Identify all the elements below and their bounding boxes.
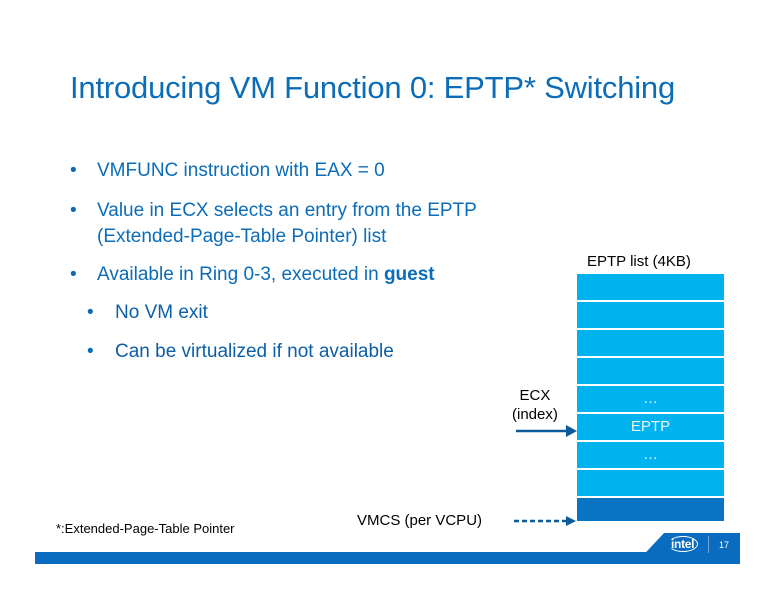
bullet-dot-icon: • (87, 302, 94, 323)
ecx-label: ECX (index) (512, 387, 558, 423)
bullet-dot-icon: • (87, 341, 94, 362)
bold-guest: guest (383, 264, 435, 285)
bullet-dot-icon: • (70, 160, 77, 181)
intel-logo-ring-icon (668, 536, 698, 552)
eptp-list-row: … (577, 442, 724, 468)
bullet-dot-icon: • (70, 264, 77, 285)
eptp-list-row (577, 470, 724, 496)
intel-logo: intel (671, 537, 695, 551)
ecx-arrow-icon (516, 425, 577, 437)
eptp-list-row-selected: EPTP (577, 414, 724, 440)
eptp-list: … EPTP … (577, 274, 724, 523)
page-number: 17 (719, 540, 730, 550)
eptp-list-row (577, 274, 724, 300)
vmcs-block (577, 498, 724, 521)
eptp-list-row (577, 330, 724, 356)
eptp-list-row (577, 358, 724, 384)
eptp-list-label: EPTP list (4KB) (587, 253, 691, 270)
vmcs-dashed-arrow-icon (514, 516, 576, 526)
eptp-list-row: … (577, 386, 724, 412)
eptp-list-row (577, 302, 724, 328)
footnote: *:Extended-Page-Table Pointer (56, 521, 235, 536)
footer-bar (35, 552, 740, 564)
footer-separator (708, 536, 709, 553)
slide-title: Introducing VM Function 0: EPTP* Switchi… (70, 70, 676, 105)
bullet-dot-icon: • (70, 200, 77, 221)
vmcs-label: VMCS (per VCPU) (357, 512, 483, 529)
